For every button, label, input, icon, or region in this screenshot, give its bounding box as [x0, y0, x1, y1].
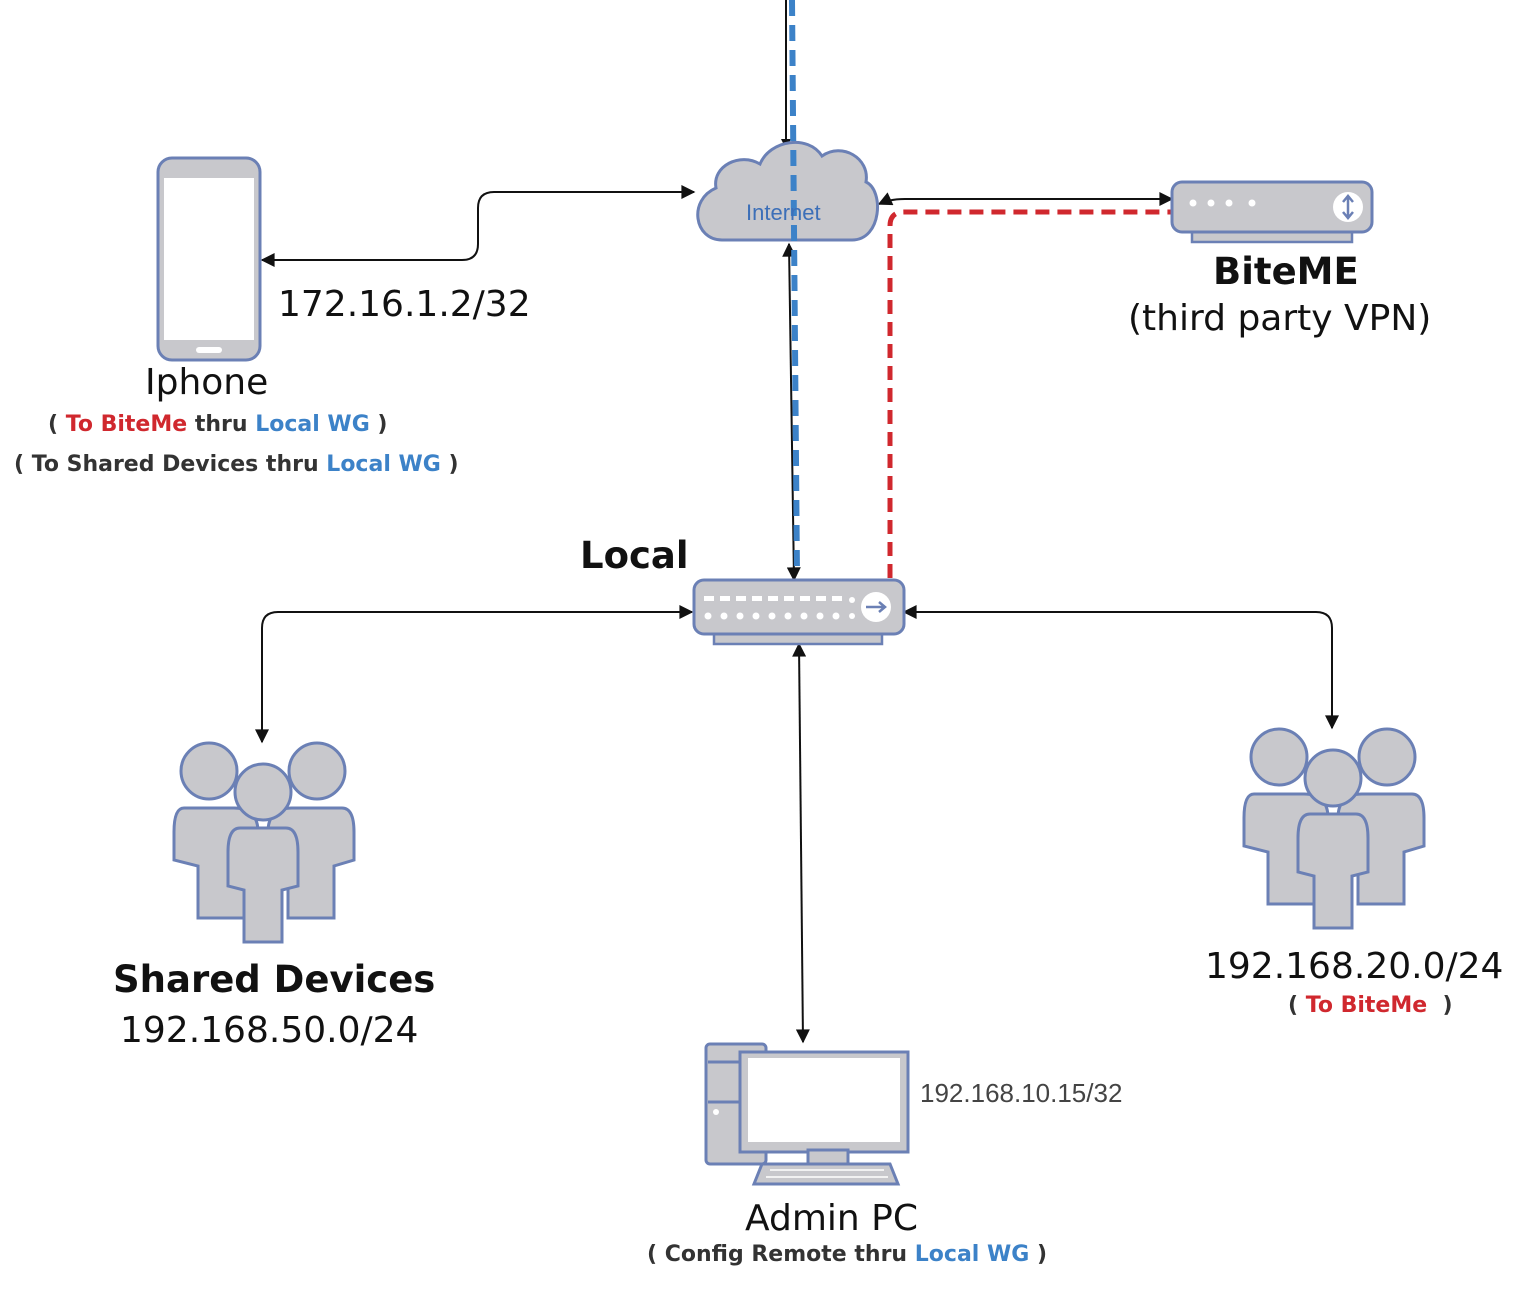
iphone-note-2: ( To Shared Devices thru Local WG ) [14, 452, 459, 477]
shared-devices-title: Shared Devices [113, 958, 436, 1001]
iphone-name: Iphone [145, 362, 269, 403]
admin-pc-icon [704, 1042, 910, 1186]
link-local-adminpc [792, 642, 810, 1044]
link-iphone-internet [260, 185, 696, 267]
biteme-subtitle: (third party VPN) [1128, 298, 1432, 339]
subnet20-people-icon [1242, 727, 1426, 930]
biteme-title: BiteME [1213, 250, 1359, 293]
link-internet-biteme [877, 192, 1174, 206]
admin-pc-ip: 192.168.10.15/32 [920, 1078, 1123, 1108]
admin-pc-note: ( Config Remote thru Local WG ) [647, 1242, 1048, 1267]
link-internet-local [782, 242, 801, 582]
biteme-router-icon [1170, 180, 1374, 244]
link-local-shared [255, 605, 694, 744]
subnet20-label: 192.168.20.0/24 [1205, 946, 1504, 987]
shared-devices-subnet: 192.168.50.0/24 [120, 1010, 419, 1051]
admin-pc-name: Admin PC [745, 1198, 919, 1239]
internet-label: Internet [746, 200, 821, 225]
iphone-ip: 172.16.1.2/32 [278, 284, 531, 325]
subnet20-note: ( To BiteMe ) [1288, 993, 1453, 1018]
link-local-subnet20 [902, 605, 1339, 730]
iphone-icon [156, 156, 262, 362]
internet-cloud-icon [696, 140, 879, 242]
shared-devices-people-icon [172, 741, 356, 944]
local-label: Local [580, 534, 689, 577]
local-router-icon [692, 578, 906, 646]
red-vpn-tunnel [887, 209, 1172, 578]
iphone-note-1: ( To BiteMe thru Local WG ) [48, 412, 388, 437]
blue-wg-tunnel [789, 0, 800, 576]
connections [255, 0, 1339, 1044]
